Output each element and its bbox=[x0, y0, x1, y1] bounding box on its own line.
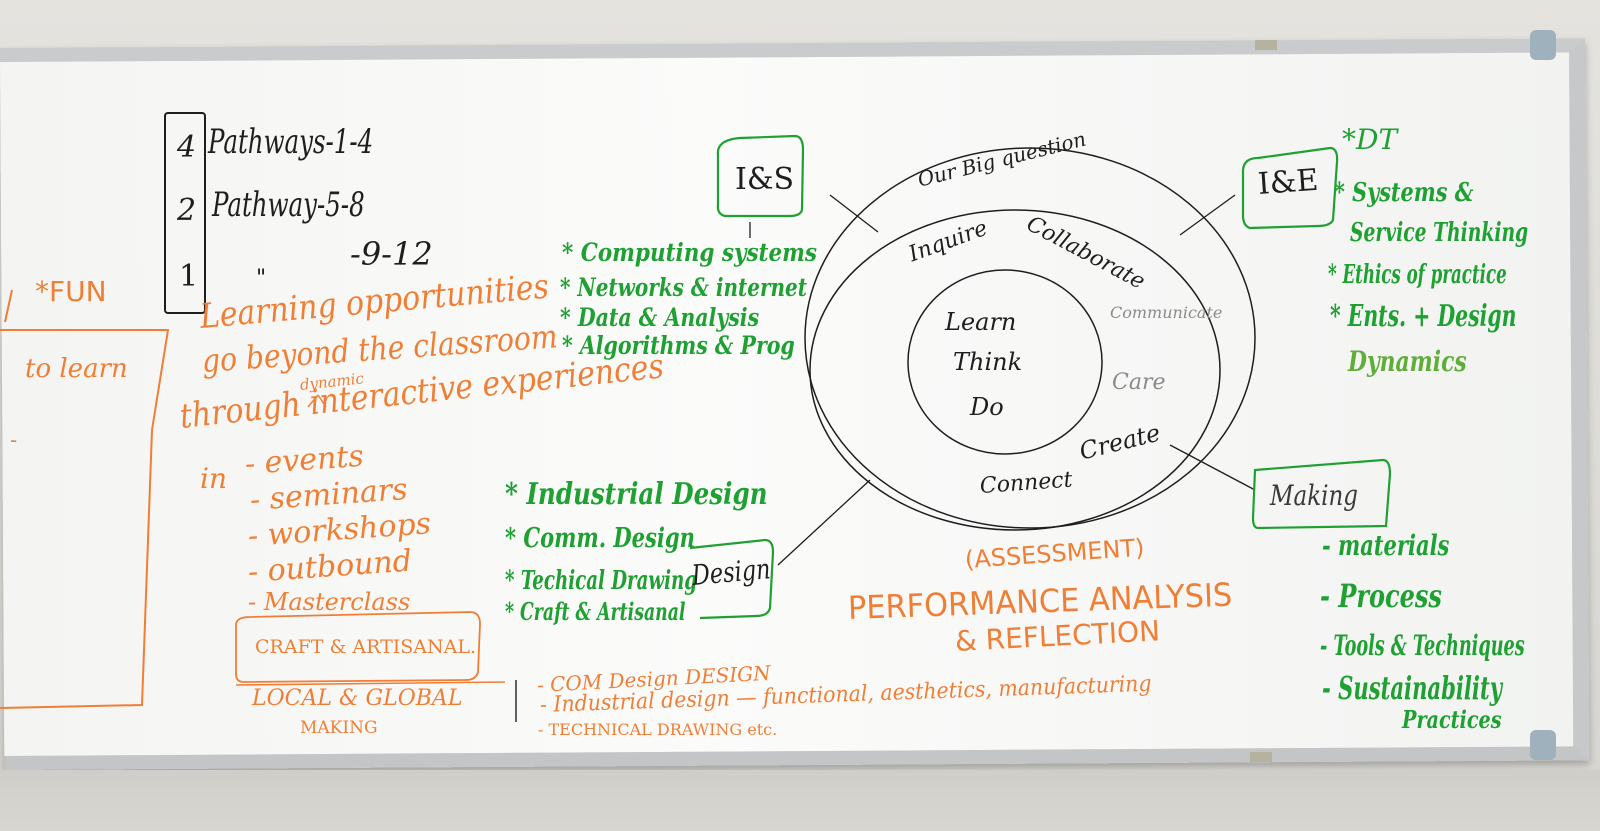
inner-circle bbox=[907, 269, 1103, 455]
left-dash: - bbox=[10, 428, 18, 452]
board-clip-bottom bbox=[1250, 752, 1272, 762]
circle-center-think: Think bbox=[953, 348, 1023, 376]
pathway-num-1: 4 bbox=[177, 130, 197, 165]
craft-artisanal-label: CRAFT & ARTISANAL. bbox=[255, 636, 477, 658]
ie-item-dynamics: Dynamics bbox=[1348, 345, 1467, 378]
making-item-tools: - Tools & Techniques bbox=[1320, 629, 1525, 662]
circle-care: Care bbox=[1112, 370, 1166, 395]
ie-item-ethics: * Ethics of practice bbox=[1328, 260, 1507, 290]
making-box-label: Making bbox=[1270, 479, 1358, 512]
middle-circle bbox=[809, 209, 1221, 531]
learning-in: in bbox=[200, 462, 227, 495]
pathway-text-2: Pathway-5-8 bbox=[212, 185, 365, 225]
making-item-sustainability: - Sustainability bbox=[1322, 669, 1502, 707]
design-item-comm: * Comm. Design bbox=[505, 523, 695, 554]
circle-communicate: Communicate bbox=[1110, 303, 1223, 322]
wall-below-board bbox=[0, 770, 1600, 831]
is-box-label: I&S bbox=[735, 162, 795, 197]
design-box-label: Design bbox=[690, 552, 772, 592]
making-item-materials: - materials bbox=[1322, 529, 1450, 562]
fun-slash bbox=[4, 289, 13, 323]
to-learn-label: to learn bbox=[25, 354, 128, 384]
design-box bbox=[689, 538, 775, 620]
is-item-algorithms: * Algorithms & Prog bbox=[562, 331, 795, 360]
board-clip-top bbox=[1255, 40, 1277, 50]
is-item-networks: * Networks & internet bbox=[560, 273, 808, 302]
making-item-process: - Process bbox=[1320, 577, 1442, 615]
local-global-label: LOCAL & GLOBAL bbox=[252, 686, 463, 711]
craft-box bbox=[235, 611, 481, 683]
ie-item-service: Service Thinking bbox=[1350, 218, 1529, 248]
making-connector bbox=[1169, 444, 1256, 491]
learning-item-masterclass: - Masterclass bbox=[248, 588, 411, 616]
making-box bbox=[1251, 458, 1392, 530]
pathways-box bbox=[164, 112, 206, 314]
pathway-num-2: 2 bbox=[177, 193, 197, 228]
pathway-ditto: " bbox=[256, 266, 267, 291]
pathway-text-3: -9-12 bbox=[350, 235, 433, 273]
design-connector bbox=[777, 479, 871, 566]
design-item-technical: * Techical Drawing bbox=[505, 566, 697, 596]
is-item-computing: * Computing systems bbox=[562, 238, 818, 267]
local-making-label: MAKING bbox=[300, 718, 378, 738]
ie-item-dt: *DT bbox=[1342, 123, 1398, 156]
making-item-practices: Practices bbox=[1402, 705, 1502, 734]
ie-box-label: I&E bbox=[1256, 162, 1320, 202]
is-connector bbox=[829, 194, 879, 233]
circle-center-do: Do bbox=[970, 393, 1004, 421]
board-corner-bottom-right bbox=[1530, 730, 1556, 760]
pathway-num-3: 1 bbox=[179, 259, 199, 294]
ie-item-ents: * Ents. + Design bbox=[1330, 299, 1517, 334]
is-box bbox=[716, 134, 805, 218]
board-corner-top-right bbox=[1530, 30, 1556, 60]
outer-circle bbox=[804, 147, 1256, 529]
design-item-craft: * Craft & Artisanal bbox=[505, 597, 686, 626]
dynamic-caret bbox=[307, 394, 319, 408]
design-item-industrial: * Industrial Design bbox=[505, 477, 768, 512]
learning-item-events: - events bbox=[243, 438, 365, 482]
fun-label: *FUN bbox=[35, 275, 107, 308]
ie-connector bbox=[1179, 194, 1236, 236]
left-orange-panel bbox=[0, 329, 170, 709]
ie-item-systems: * Systems & bbox=[1334, 178, 1474, 208]
bottom-underline bbox=[235, 681, 506, 686]
dynamic-caret-b bbox=[317, 394, 327, 408]
pathway-text-1: Pathways-1-4 bbox=[208, 122, 374, 162]
circle-center-learn: Learn bbox=[945, 308, 1017, 336]
bottom-item-technical: - TECHNICAL DRAWING etc. bbox=[538, 720, 778, 739]
is-item-data: * Data & Analysis bbox=[560, 303, 760, 332]
ie-box bbox=[1241, 146, 1339, 230]
